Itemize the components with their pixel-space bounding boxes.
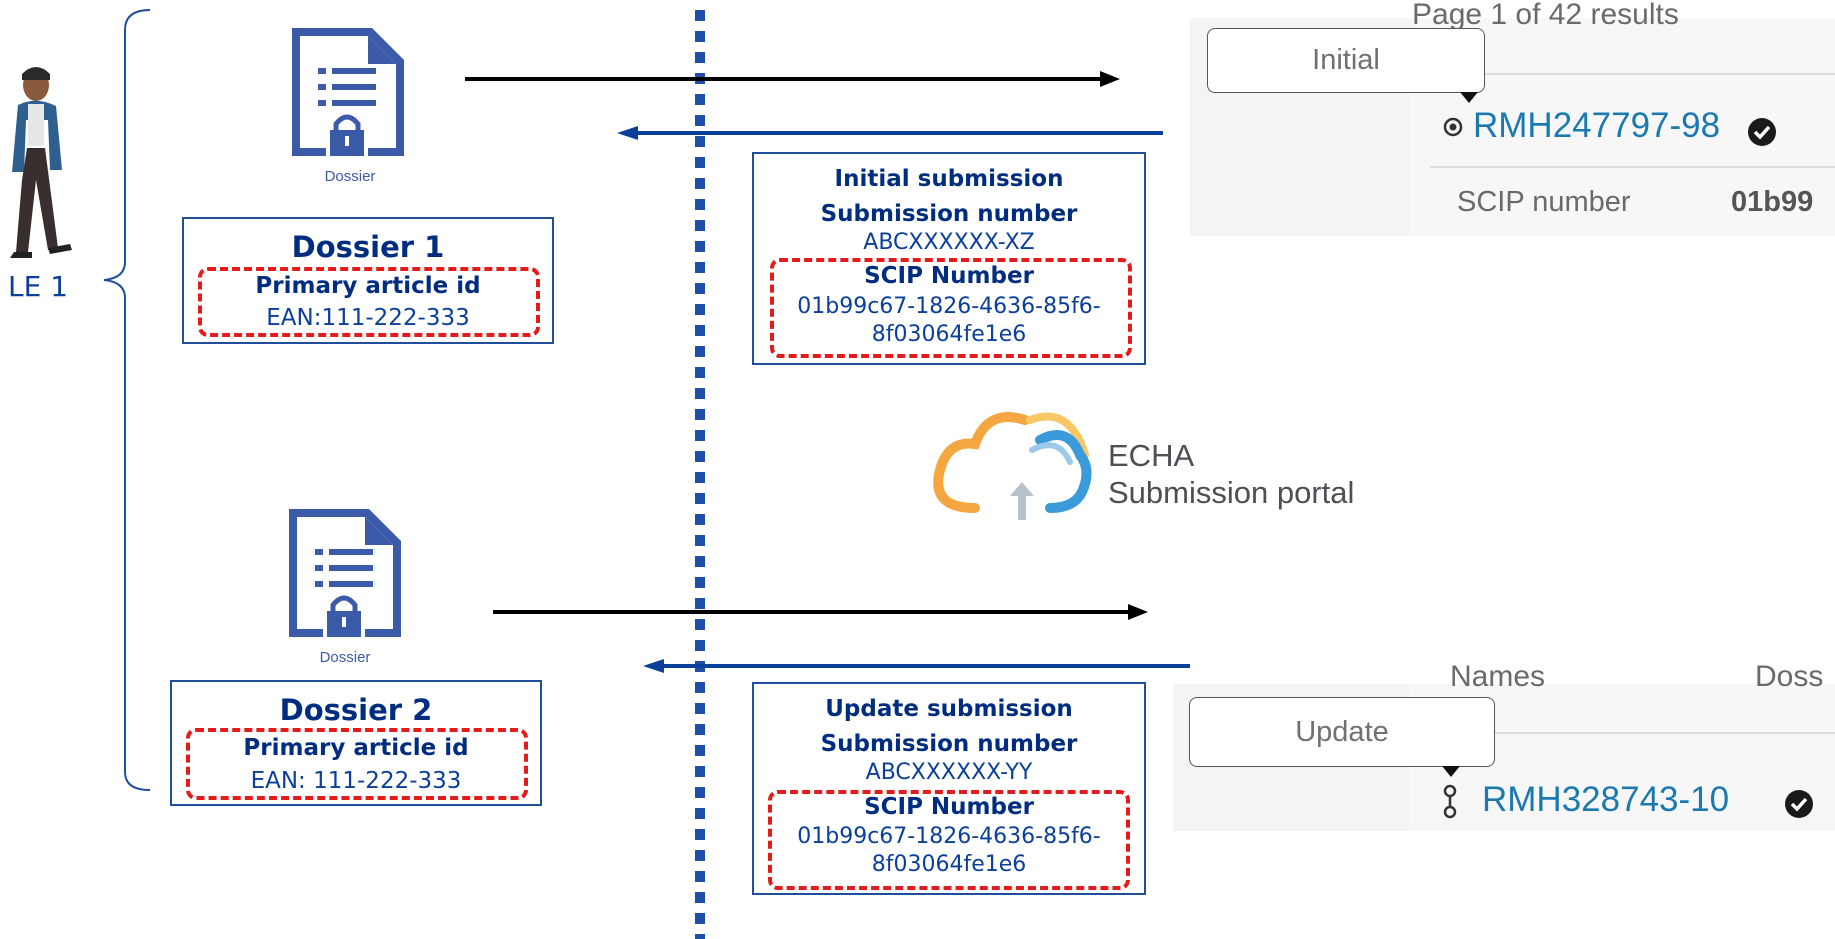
verified-check-icon [1785, 790, 1813, 818]
scip-number-value: 8f03064fe1e6 [871, 852, 1027, 877]
portal-logo-title: ECHA [1108, 438, 1195, 473]
submission-box-initial: Initial submission Submission number ABC… [752, 152, 1146, 365]
dossier-icon-caption: Dossier [319, 649, 371, 666]
dossier-icon [292, 28, 404, 156]
primary-id-highlight [198, 267, 540, 337]
scip-number-value: 8f03064fe1e6 [871, 322, 1027, 347]
record-link[interactable]: RMH328743-10 [1482, 780, 1730, 819]
response-arrow-bottom [643, 659, 1190, 673]
scip-number-highlight [770, 258, 1132, 358]
record-link[interactable]: RMH247797-98 [1473, 106, 1721, 145]
primary-id-highlight [186, 728, 528, 800]
version-branch-icon [1443, 784, 1457, 819]
person-icon [10, 67, 72, 258]
echa-cloud-icon [933, 412, 1092, 520]
submission-number-value: ABCXXXXXX-YY [865, 760, 1033, 785]
submit-arrow-bottom [493, 604, 1148, 620]
submission-number-label: Submission number [820, 201, 1078, 227]
primary-id-value: EAN:111-222-333 [266, 305, 470, 331]
portal-screenshot-initial: Page 1 of 42 results RMH247797-98 SCIP n… [1190, 0, 1835, 236]
dossier-box-1: Dossier 1 Primary article id EAN:111-222… [182, 217, 554, 344]
scip-number-label: SCIP Number [864, 263, 1034, 289]
dossier-box-2: Dossier 2 Primary article id EAN: 111-22… [170, 680, 542, 806]
submission-number-value: ABCXXXXXX-XZ [863, 230, 1035, 255]
submission-type: Update submission [825, 696, 1073, 722]
submit-arrow-top [465, 71, 1120, 87]
submission-box-update: Update submission Submission number ABCX… [752, 682, 1146, 895]
field-label: Names [1450, 660, 1546, 693]
initial-callout: Initial [1207, 28, 1485, 103]
field-label: SCIP number [1457, 186, 1631, 218]
scip-number-label: SCIP Number [864, 794, 1034, 820]
dossier-title: Dossier 2 [279, 693, 433, 727]
dossier-title: Dossier 1 [291, 230, 445, 264]
radio-selected-icon [1443, 117, 1463, 137]
field-value: 01b99 [1731, 186, 1814, 218]
update-callout: Update [1189, 697, 1495, 777]
response-arrow-top [617, 126, 1163, 140]
dossier-icon [289, 509, 401, 637]
dossier-icon-caption: Dossier [324, 168, 376, 185]
verified-check-icon [1748, 118, 1776, 146]
primary-id-value: EAN: 111-222-333 [250, 768, 462, 794]
portal-logo-subtitle: Submission portal [1108, 475, 1355, 510]
scip-number-value: 01b99c67-1826-4636-85f6- [797, 824, 1101, 849]
results-header: Page 1 of 42 results [1412, 0, 1679, 31]
submission-type: Initial submission [834, 166, 1064, 192]
field-value: Doss [1755, 660, 1824, 693]
actor-label: LE 1 [8, 270, 69, 303]
submission-number-label: Submission number [820, 731, 1078, 757]
primary-id-label: Primary article id [243, 735, 469, 761]
scip-number-highlight [768, 790, 1130, 890]
entity-bracket [103, 9, 151, 791]
scip-number-value: 01b99c67-1826-4636-85f6- [797, 294, 1101, 319]
primary-id-label: Primary article id [255, 273, 481, 299]
